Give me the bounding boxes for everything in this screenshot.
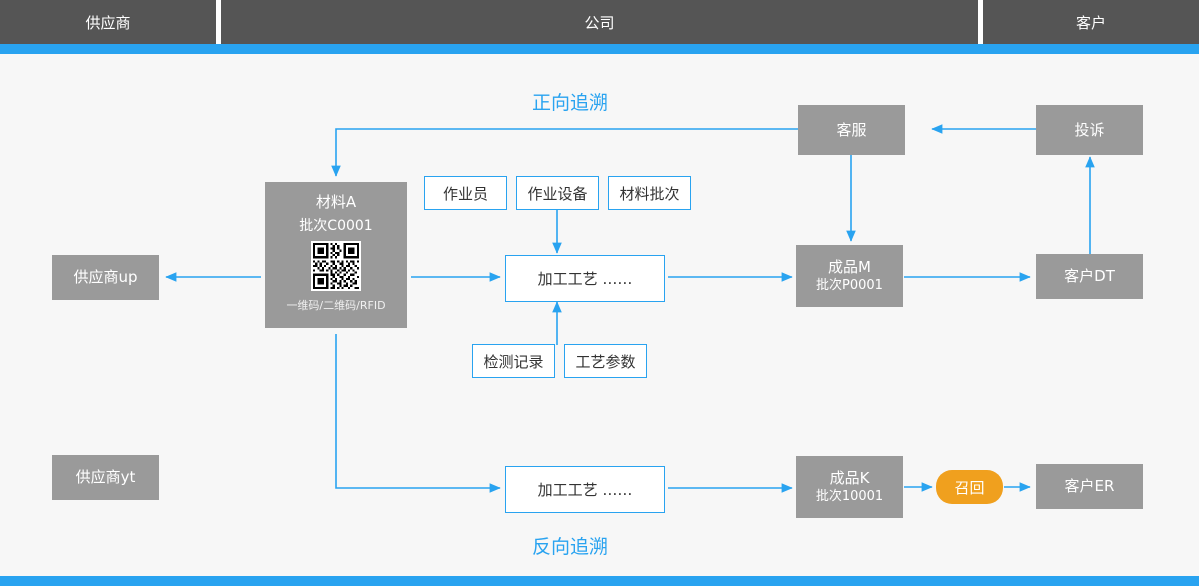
node-customer-service[interactable]: 客服 [798,105,905,155]
node-product-k[interactable]: 成品K 批次10001 [796,456,903,518]
node-customer-dt-label: 客户DT [1064,267,1115,286]
node-material-a-code-note: 一维码/二维码/RFID [286,299,386,312]
attr-equipment[interactable]: 作业设备 [516,176,599,210]
forward-trace-label: 正向追溯 [531,92,608,114]
node-customer-dt[interactable]: 客户DT [1036,254,1143,299]
qr-code-icon [311,241,361,291]
attr-equipment-label: 作业设备 [527,184,588,203]
header-supplier: 供应商 [0,0,216,53]
node-material-a-name: 材料A [315,193,357,211]
node-product-k-batch: 批次10001 [815,489,884,505]
node-supplier-yt[interactable]: 供应商yt [52,455,159,500]
node-process-top-label: 加工工艺 …… [537,270,633,288]
attr-operator[interactable]: 作业员 [424,176,507,210]
attr-material-batch-label: 材料批次 [619,184,680,203]
bottom-accent-bar [0,576,1199,586]
header-company-label: 公司 [584,13,615,32]
node-material-a[interactable]: 材料A 批次C0001 [265,182,407,328]
node-customer-service-label: 客服 [836,120,867,139]
attr-process-parameter-label: 工艺参数 [575,352,636,371]
node-customer-er-label: 客户ER [1064,477,1115,496]
node-complaint[interactable]: 投诉 [1036,105,1143,155]
node-supplier-up-label: 供应商up [73,268,138,287]
attr-operator-label: 作业员 [442,184,488,203]
node-complaint-label: 投诉 [1074,120,1105,139]
node-product-m-name: 成品M [828,258,871,277]
attr-inspection-record[interactable]: 检测记录 [472,344,555,378]
header-bar: 供应商 公司 客户 [0,0,1199,53]
attr-process-parameter[interactable]: 工艺参数 [564,344,647,378]
attr-material-batch[interactable]: 材料批次 [608,176,691,210]
node-process-bottom[interactable]: 加工工艺 …… [505,466,665,513]
node-process-top[interactable]: 加工工艺 …… [505,255,665,302]
attr-inspection-record-label: 检测记录 [483,352,544,371]
node-product-m-batch: 批次P0001 [816,278,883,294]
node-process-bottom-label: 加工工艺 …… [537,481,633,499]
top-accent-bar [0,44,1199,54]
node-customer-er[interactable]: 客户ER [1036,464,1143,509]
header-customer-label: 客户 [1075,13,1106,32]
header-customer: 客户 [983,0,1199,53]
node-product-m[interactable]: 成品M 批次P0001 [796,245,903,307]
node-material-a-batch: 批次C0001 [299,218,373,234]
header-supplier-label: 供应商 [85,13,131,32]
header-divider-1 [216,0,221,44]
node-product-k-name: 成品K [829,469,870,488]
reverse-trace-label: 反向追溯 [531,536,608,558]
node-recall[interactable]: 召回 [936,470,1003,504]
header-company: 公司 [221,0,978,53]
node-recall-label: 召回 [954,478,985,497]
node-supplier-yt-label: 供应商yt [75,468,136,487]
node-supplier-up[interactable]: 供应商up [52,255,159,300]
header-divider-2 [978,0,983,44]
